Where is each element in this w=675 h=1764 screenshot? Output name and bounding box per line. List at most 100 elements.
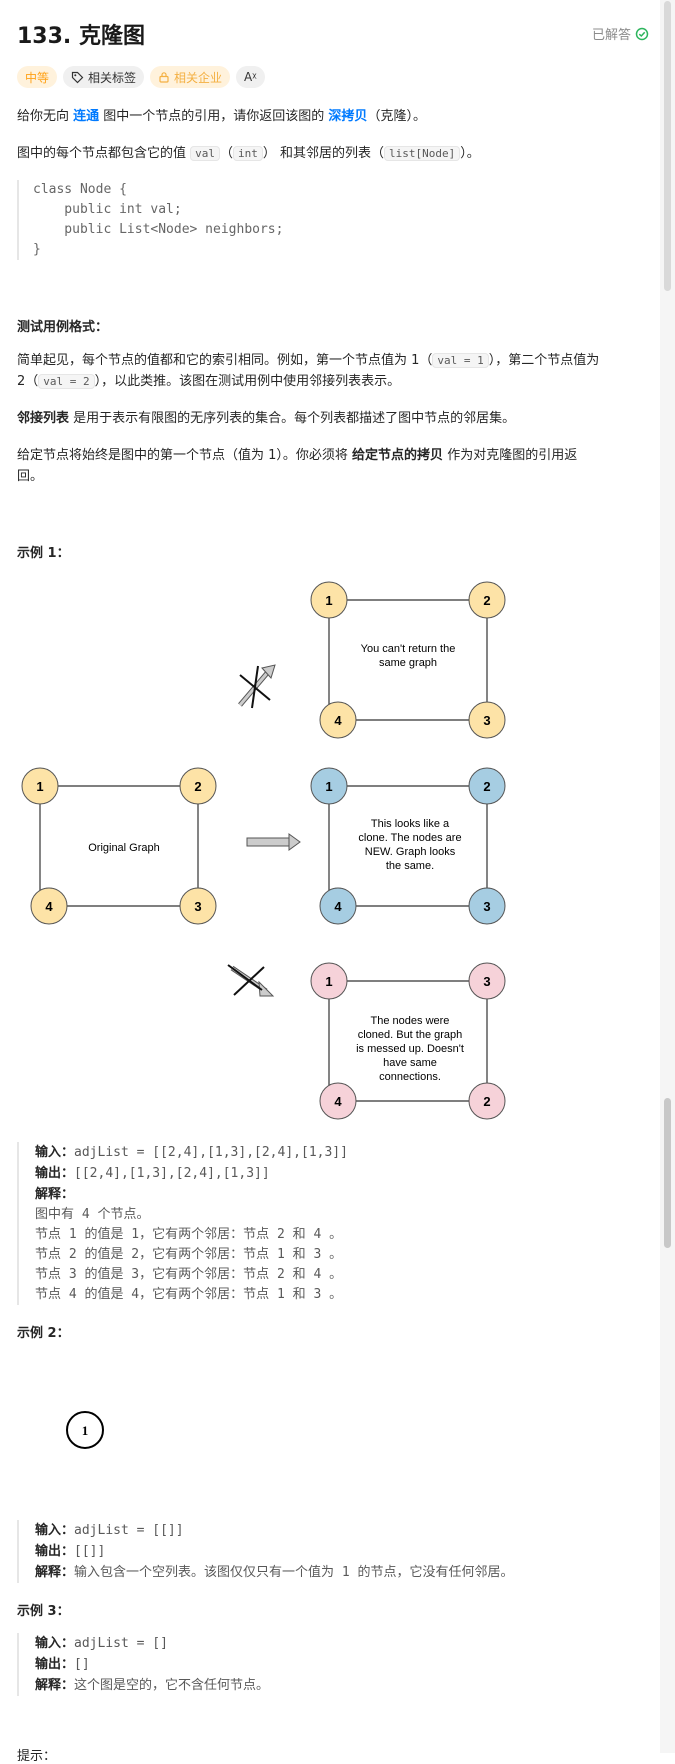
solved-status: 已解答 xyxy=(592,24,649,43)
example-3-block: 输入：adjList = []输出：[]解释：这个图是空的，它不含任何节点。 xyxy=(17,1633,269,1696)
example-line: 解释：这个图是空的，它不含任何节点。 xyxy=(35,1675,269,1696)
example-1-diagram: 1 2 4 3 You can't return the same graph … xyxy=(21,581,506,1120)
node-label: 2 xyxy=(483,593,490,608)
input-value: adjList = [[]] xyxy=(74,1523,184,1538)
output-value: [[]] xyxy=(74,1544,106,1559)
node-label: 3 xyxy=(194,899,201,914)
lock-icon xyxy=(159,72,169,83)
example-line: 输出：[] xyxy=(35,1654,269,1675)
output-value: [] xyxy=(74,1657,90,1672)
example-2-diagram: 1 xyxy=(66,1411,104,1449)
caption-line: You can't return the xyxy=(361,643,456,655)
example-1-heading: 示例 1： xyxy=(17,546,70,561)
node-label: 3 xyxy=(483,713,490,728)
connected-link[interactable]: 连通 xyxy=(73,109,100,124)
output-value: [[2,4],[1,3],[2,4],[1,3]] xyxy=(74,1166,270,1181)
text: ），以此类推。该图在测试用例中使用邻接列表表示。 xyxy=(94,374,401,389)
output-label: 输出： xyxy=(35,1165,75,1180)
caption-line: The nodes were xyxy=(371,1015,450,1027)
difficulty-label: 中等 xyxy=(25,70,50,85)
description-paragraph-1: 给你无向 连通 图中一个节点的引用，请你返回该图的 深拷贝（克隆）。 xyxy=(17,106,647,127)
description-paragraph-4: 邻接列表 是用于表示有限图的无序列表的集合。每个列表都描述了图中节点的邻居集。 xyxy=(17,408,647,429)
check-circle-icon xyxy=(635,27,649,40)
example-1-block: 输入：adjList = [[2,4],[1,3],[2,4],[1,3]]输出… xyxy=(17,1142,348,1305)
node-label: 2 xyxy=(483,1094,490,1109)
graph-node: 4 xyxy=(319,701,357,739)
graph-same: 1 2 4 3 You can't return the same graph xyxy=(310,581,506,739)
font-size-button[interactable]: Aᵡ xyxy=(236,66,265,88)
caption-line: clone. The nodes are xyxy=(358,832,461,844)
node-label: 4 xyxy=(334,899,342,914)
caption-line: Original Graph xyxy=(88,842,160,854)
graph-node: 2 xyxy=(468,581,506,619)
related-companies-label: 相关企业 xyxy=(174,70,223,85)
related-tags-button[interactable]: 相关标签 xyxy=(63,66,145,88)
crossed-arrow-down-icon xyxy=(227,964,275,997)
explain-line: 节点 4 的值是 4，它有两个邻居：节点 1 和 3 。 xyxy=(35,1287,343,1302)
explain-label: 解释： xyxy=(35,1186,75,1201)
hint-heading: 提示： xyxy=(17,1749,57,1764)
code-block: class Node { public int val; public List… xyxy=(17,180,673,260)
explain-value: 输入包含一个空列表。该图仅仅只有一个值为 1 的节点，它没有任何邻居。 xyxy=(74,1565,514,1580)
example-2-block: 输入：adjList = [[]]输出：[[]]解释：输入包含一个空列表。该图仅… xyxy=(17,1520,514,1583)
explain-label: 解释： xyxy=(35,1677,75,1692)
graph-node: 1 xyxy=(21,767,59,805)
node-label: 1 xyxy=(36,779,43,794)
explain-line: 节点 3 的值是 3，它有两个邻居：节点 2 和 4 。 xyxy=(35,1267,343,1282)
caption-line: the same. xyxy=(386,860,434,872)
node-label: 2 xyxy=(194,779,201,794)
graph-node: 1 xyxy=(310,962,348,1000)
example-line: 输出：[[]] xyxy=(35,1541,514,1562)
text: 图中的每个节点都包含它的值 xyxy=(17,146,191,161)
example-2-heading: 示例 2： xyxy=(17,1326,70,1341)
text: 图中一个节点的引用，请你返回该图的 xyxy=(99,109,329,124)
explain-line: 节点 2 的值是 2，它有两个邻居：节点 1 和 3 。 xyxy=(35,1247,343,1262)
text: 是用于表示有限图的无序列表的集合。每个列表都描述了图中节点的邻居集。 xyxy=(69,411,516,426)
output-label: 输出： xyxy=(35,1543,75,1558)
text: ），第二个节点值为 xyxy=(488,353,600,368)
text: 回。 xyxy=(17,469,44,484)
bold-text: 邻接列表 xyxy=(17,411,70,426)
node-label: 1 xyxy=(325,974,332,989)
graph-node: 3 xyxy=(468,887,506,925)
text: 给你无向 xyxy=(17,109,74,124)
related-tags-label: 相关标签 xyxy=(88,70,137,85)
input-label: 输入： xyxy=(35,1144,75,1159)
graph-node: 2 xyxy=(468,767,506,805)
graph-node: 3 xyxy=(468,962,506,1000)
deep-copy-link[interactable]: 深拷贝 xyxy=(328,109,368,124)
text: 简单起见，每个节点的值都和它的索引相同。例如，第一个节点值为 1（ xyxy=(17,353,433,368)
description-paragraph-3: 简单起见，每个节点的值都和它的索引相同。例如，第一个节点值为 1（val = 1… xyxy=(17,350,647,392)
node-label: 1 xyxy=(82,1423,89,1438)
related-companies-button[interactable]: 相关企业 xyxy=(150,66,231,88)
description-paragraph-2: 图中的每个节点都包含它的值 val（int） 和其邻居的列表（list[Node… xyxy=(17,143,647,164)
graph-node: 4 xyxy=(30,887,68,925)
scrollbar-thumb-active[interactable] xyxy=(664,1098,671,1248)
explain-value: 这个图是空的，它不含任何节点。 xyxy=(74,1678,270,1693)
format-heading: 测试用例格式： xyxy=(17,320,109,335)
graph-node: 4 xyxy=(319,887,357,925)
difficulty-badge: 中等 xyxy=(17,66,58,88)
bold-text: 给定节点的拷贝 xyxy=(352,448,444,463)
graph-clone: 1 2 4 3 This looks like a clone. The nod… xyxy=(310,767,506,925)
node-label: 4 xyxy=(334,713,342,728)
explain-line: 节点 1 的值是 1，它有两个邻居：节点 2 和 4 。 xyxy=(35,1227,343,1242)
caption-line: have same xyxy=(383,1057,437,1069)
node-label: 3 xyxy=(483,899,490,914)
text: （ xyxy=(220,146,234,161)
scrollbar-thumb[interactable] xyxy=(664,1,671,291)
graph-node: 1 xyxy=(66,1411,104,1449)
solved-label: 已解答 xyxy=(592,28,632,43)
graph-node: 3 xyxy=(468,701,506,739)
inline-code: int xyxy=(233,146,263,161)
example-line: 解释：输入包含一个空列表。该图仅仅只有一个值为 1 的节点，它没有任何邻居。 xyxy=(35,1562,514,1583)
caption-line: This looks like a xyxy=(371,818,450,830)
text: ）。 xyxy=(460,146,480,161)
graph-node: 2 xyxy=(468,1082,506,1120)
scrollbar[interactable] xyxy=(660,0,675,1753)
example-line: 解释： xyxy=(35,1184,348,1205)
graph-node: 1 xyxy=(310,767,348,805)
graph-node: 2 xyxy=(179,767,217,805)
problem-description: 133. 克隆图 已解答 中等 相关标签 相关企业 Aᵡ 给你无向 连通 图中一… xyxy=(17,24,649,1764)
explain-label: 解释： xyxy=(35,1564,75,1579)
